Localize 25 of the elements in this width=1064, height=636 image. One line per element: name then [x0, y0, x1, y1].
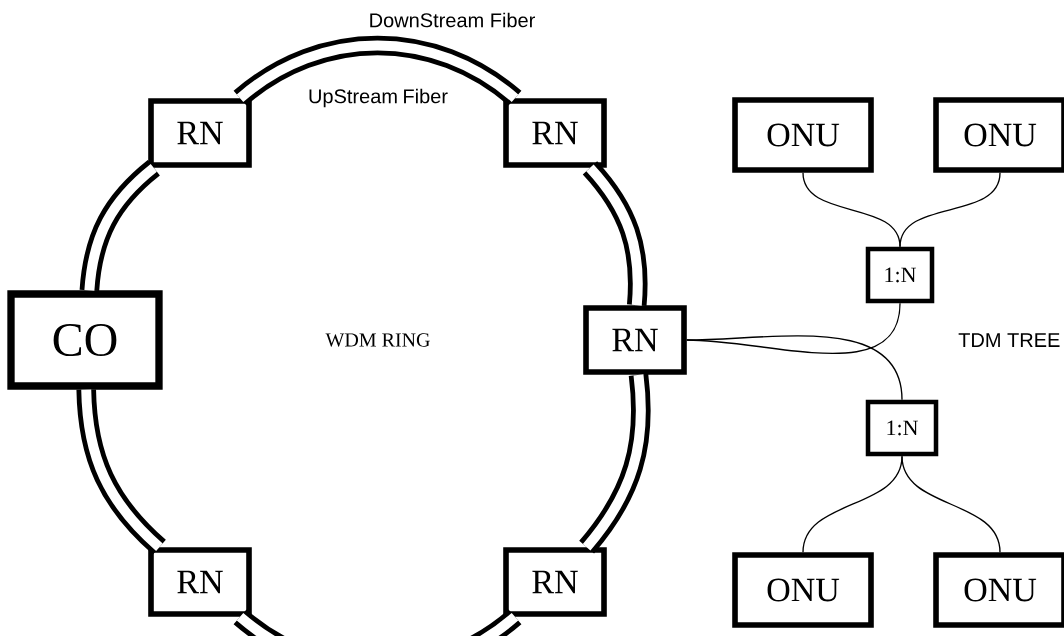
onu-box: ONU: [933, 552, 1064, 628]
ring-fiber: [234, 609, 521, 636]
fiber-label: UpStream Fiber: [309, 88, 448, 108]
onu-box: ONU: [732, 97, 874, 173]
rn-box: RN: [148, 98, 252, 168]
fiber-label: DownStream Fiber: [370, 12, 535, 28]
ring-fiber: [582, 161, 648, 306]
rn-box: RN: [503, 547, 607, 617]
co-box: CO: [7, 290, 163, 390]
tree-label: TDM TREE: [958, 333, 1060, 347]
onu-box: ONU: [732, 552, 874, 628]
onu-box: ONU: [933, 97, 1064, 173]
ring-fiber: [579, 373, 651, 554]
splitter-box: 1:N: [865, 246, 935, 304]
rn-box: RN: [148, 547, 252, 617]
splitter-box: 1:N: [865, 399, 939, 457]
fiber-line: [899, 172, 1001, 248]
fiber-line: [686, 335, 903, 401]
ring-fiber: [76, 389, 167, 555]
ring-fiber: [234, 35, 521, 106]
fiber-line: [901, 455, 1001, 553]
ring-fiber: [79, 160, 161, 292]
ring-label: WDM RING: [325, 333, 430, 347]
rn-box: RN: [503, 98, 607, 168]
rn-box: RN: [583, 305, 687, 375]
